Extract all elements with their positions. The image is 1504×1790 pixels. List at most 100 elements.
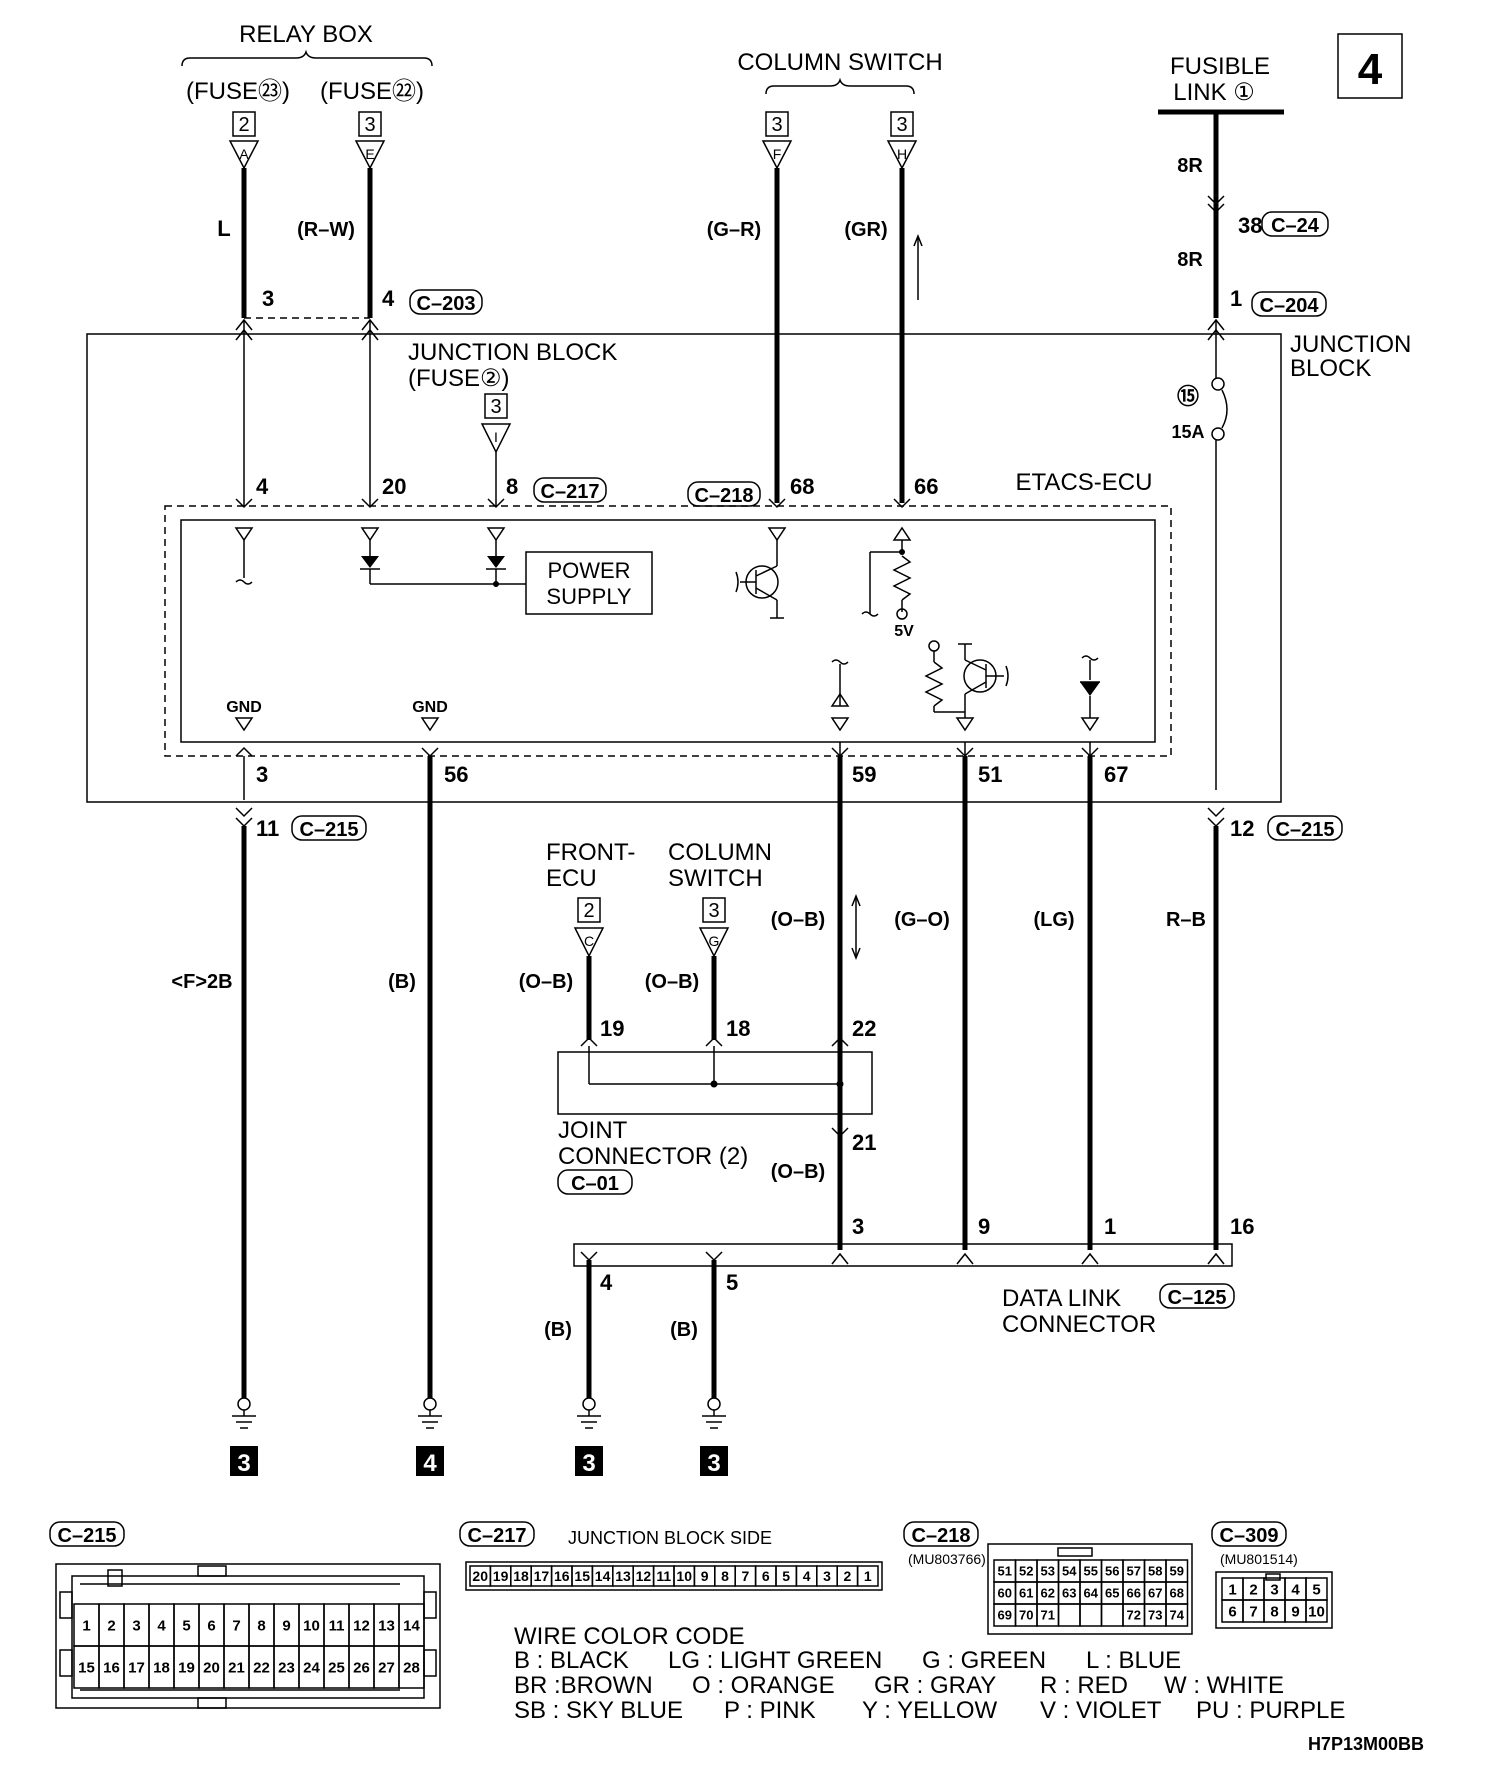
- svg-text:G: G: [709, 933, 720, 949]
- etacs-ecu-dashed-box: [164, 505, 1172, 757]
- c215-pin-label: 26: [353, 1659, 370, 1676]
- tag-3F: 3 F: [761, 111, 793, 170]
- tag-3I: 3 I: [480, 393, 512, 454]
- c218-pin-label: 62: [1041, 1586, 1055, 1601]
- c218-pin-label: 65: [1105, 1586, 1119, 1601]
- svg-text:3: 3: [771, 114, 782, 136]
- c215-pin-label: 8: [257, 1617, 265, 1634]
- wire-color-B1: (B): [388, 971, 416, 993]
- pin-5: 5: [726, 1270, 738, 1295]
- c215-pin-label: 13: [378, 1617, 395, 1634]
- svg-text:E: E: [365, 146, 374, 162]
- c215-pin-label: 14: [403, 1617, 420, 1634]
- fuse23-label: (FUSE㉓): [186, 78, 290, 105]
- wire-color-B2: (B): [544, 1319, 572, 1341]
- c217-pin-label: 2: [844, 1568, 852, 1584]
- c24-connector-mark: [1207, 195, 1225, 214]
- dlc-label-2: CONNECTOR: [1002, 1311, 1156, 1338]
- power-supply-label-2: SUPPLY: [546, 584, 632, 609]
- view-c217-label: C–217: [468, 1525, 527, 1547]
- svg-text:A: A: [239, 146, 249, 162]
- wire-color-B3: (B): [670, 1319, 698, 1341]
- conn-c204: C–204: [1260, 295, 1320, 317]
- ground-symbol-4: 3: [700, 1397, 728, 1477]
- c218-cell: [1057, 1603, 1081, 1627]
- wire-color-GO: (G–O): [894, 909, 950, 931]
- svg-text:LG : LIGHT GREEN: LG : LIGHT GREEN: [668, 1647, 882, 1674]
- c217-pin-label: 1: [864, 1568, 872, 1584]
- wire-color-GR: (G–R): [707, 219, 761, 241]
- conn-c203: C–203: [417, 293, 476, 315]
- c217-pin-label: 20: [472, 1568, 488, 1584]
- c217-pin-label: 4: [803, 1568, 811, 1584]
- svg-text:3: 3: [490, 396, 501, 418]
- c218-cell: [1079, 1603, 1103, 1627]
- wire-color-8R-a: 8R: [1177, 155, 1203, 177]
- power-supply-label-1: POWER: [547, 558, 630, 583]
- ground-symbol-1: 3: [230, 1397, 258, 1477]
- page-number: 4: [1358, 45, 1383, 94]
- c217-pin-label: 11: [656, 1568, 671, 1584]
- svg-text:C: C: [584, 933, 594, 949]
- c215-pin-label: 10: [303, 1617, 320, 1634]
- page-number-box: [1337, 33, 1403, 99]
- pin-19: 19: [600, 1016, 624, 1041]
- c217-pin-label: 15: [574, 1568, 590, 1584]
- legend-line-2: BR :BROWN O : ORANGE GR : GRAY R : RED W…: [514, 1672, 1284, 1699]
- c218-pin-label: 55: [1084, 1564, 1098, 1579]
- c217-pin-label: 5: [782, 1568, 790, 1584]
- c309-pin-label: 4: [1291, 1581, 1300, 1598]
- pin-68: 68: [790, 474, 814, 499]
- c218-pin-label: 72: [1127, 1608, 1141, 1623]
- pin-20: 20: [382, 474, 406, 499]
- c217-pin-label: 12: [636, 1568, 652, 1584]
- c215-pin-label: 12: [353, 1617, 370, 1634]
- wire-color-OB2: (O–B): [645, 971, 699, 993]
- relay-box-label: RELAY BOX: [239, 21, 373, 48]
- c218-pin-label: 59: [1170, 1564, 1184, 1579]
- c218-pin-label: 57: [1127, 1564, 1141, 1579]
- svg-text:3: 3: [364, 114, 375, 136]
- pin-22: 22: [852, 1016, 876, 1041]
- fusible-link-label-2: LINK ①: [1173, 79, 1255, 106]
- svg-text:3: 3: [707, 1450, 720, 1477]
- svg-text:F: F: [773, 146, 782, 162]
- view-c309-part: (MU801514): [1220, 1551, 1298, 1567]
- c215-pin-label: 2: [107, 1617, 115, 1634]
- svg-text:R : RED: R : RED: [1040, 1672, 1128, 1699]
- pin-3b: 3: [256, 762, 268, 787]
- c218-pin-label: 67: [1148, 1586, 1162, 1601]
- svg-text:3: 3: [237, 1450, 250, 1477]
- relay-box-brace: [181, 49, 433, 67]
- c215-pin-label: 24: [303, 1659, 320, 1676]
- c215-pin-label: 4: [157, 1617, 166, 1634]
- wire-color-8R-b: 8R: [1177, 249, 1203, 271]
- pin-4c: 4: [600, 1270, 613, 1295]
- c215-pin-label: 9: [282, 1617, 290, 1634]
- tag-2A: 2 A: [228, 111, 260, 170]
- c218-pin-label: 58: [1148, 1564, 1162, 1579]
- svg-text:H: H: [897, 146, 907, 162]
- c215-pin-label: 16: [103, 1659, 120, 1676]
- ground-symbol-2: 4: [416, 1397, 444, 1477]
- c215-pin-label: 15: [78, 1659, 95, 1676]
- c215-pin-label: 3: [132, 1617, 140, 1634]
- power-supply-box: [525, 551, 653, 615]
- view-c218-part: (MU803766): [908, 1551, 986, 1567]
- c217-pin-label: 18: [513, 1568, 529, 1584]
- junction-block-label-1: JUNCTION: [1290, 331, 1411, 358]
- pin-59: 59: [852, 762, 876, 787]
- pin-12: 12: [1230, 816, 1254, 841]
- tag-3G: 3 G: [698, 897, 730, 958]
- c218-pin-label: 73: [1148, 1608, 1162, 1623]
- c217-pin-label: 8: [721, 1568, 729, 1584]
- c218-pin-label: 53: [1041, 1564, 1055, 1579]
- c215-pin-label: 6: [207, 1617, 215, 1634]
- c309-pin-label: 8: [1270, 1603, 1278, 1620]
- pin-21: 21: [852, 1130, 876, 1155]
- svg-text:L : BLUE: L : BLUE: [1086, 1647, 1181, 1674]
- front-ecu-label-1: FRONT-: [546, 839, 635, 866]
